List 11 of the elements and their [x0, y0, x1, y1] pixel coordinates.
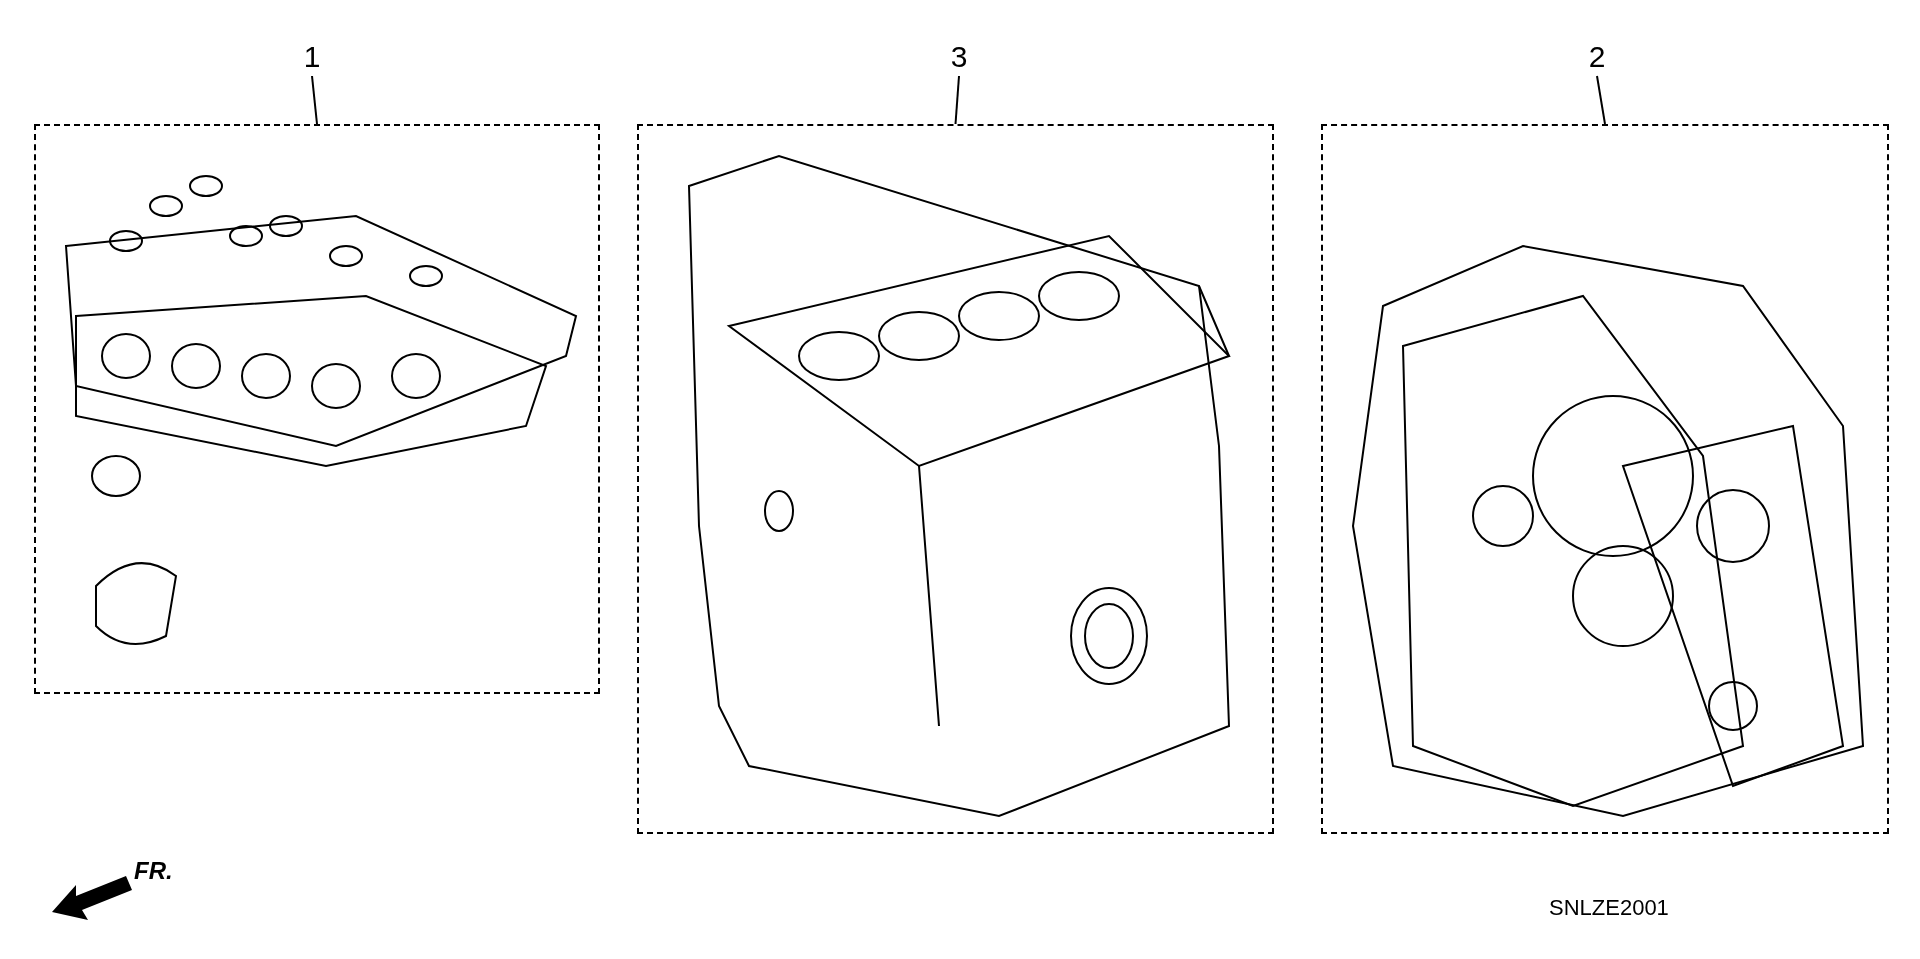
- kit-frame: [34, 124, 600, 694]
- leader-line: [1596, 75, 1606, 125]
- direction-label: FR.: [134, 857, 173, 885]
- kit-frame: [1321, 124, 1889, 834]
- kit-frame: [637, 124, 1274, 834]
- leader-line: [954, 75, 960, 125]
- diagram-code: SNLZE2001: [1549, 895, 1669, 921]
- callout-number: 2: [1582, 40, 1612, 74]
- callout-number: 1: [297, 40, 327, 74]
- callout-number: 3: [944, 40, 974, 74]
- leader-line: [311, 75, 318, 125]
